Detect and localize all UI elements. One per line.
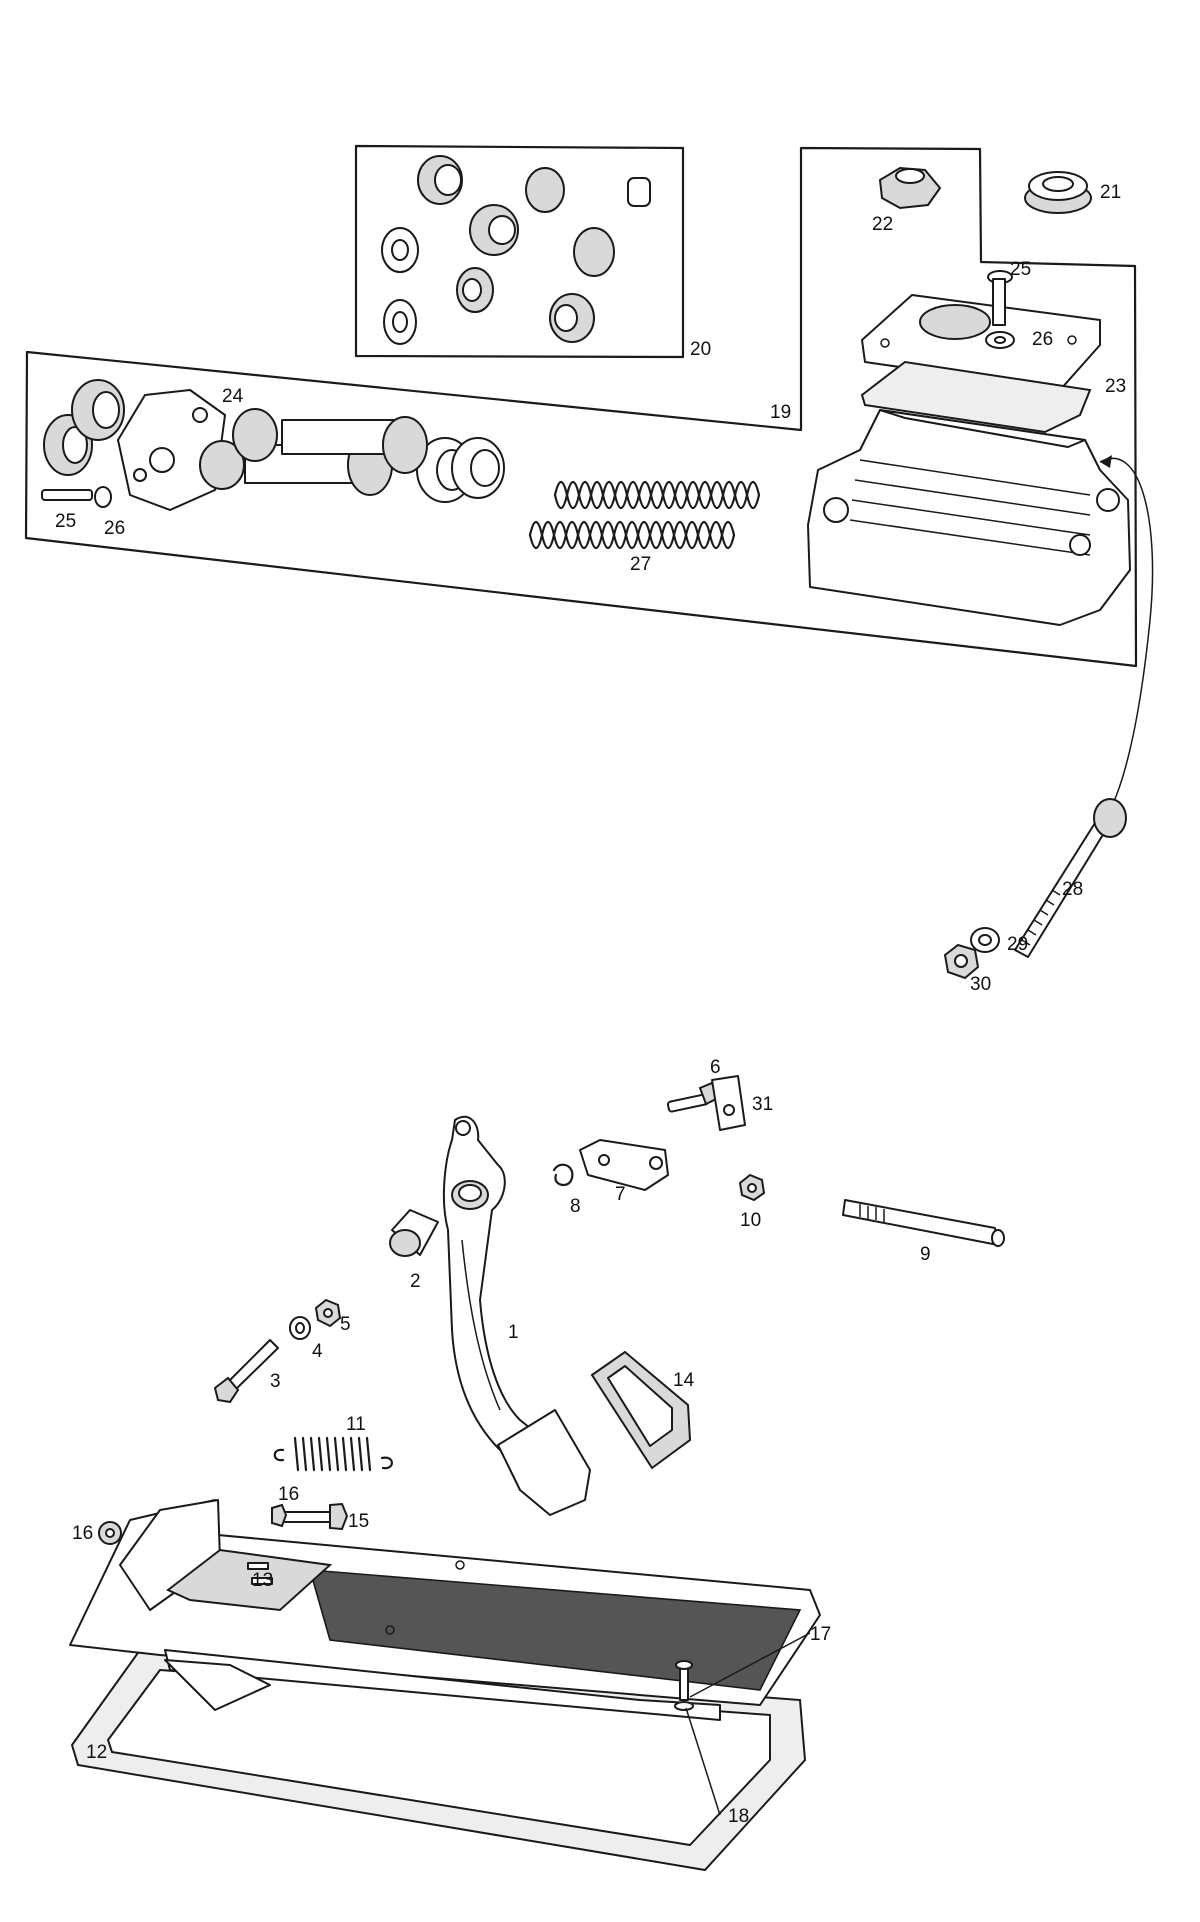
cover-screw	[987, 270, 1013, 326]
filler-cap-vented	[1024, 171, 1092, 214]
label-22: 22	[872, 214, 893, 235]
flange-washer	[94, 486, 112, 508]
push-rod	[842, 1199, 1005, 1247]
pivot-washer	[289, 1316, 311, 1340]
label-2: 2	[410, 1271, 421, 1292]
cover-washer	[985, 331, 1015, 349]
clevis-pin	[666, 1081, 720, 1113]
label-6: 6	[710, 1057, 721, 1078]
label-16-left: 16	[72, 1523, 93, 1544]
label-21: 21	[1100, 182, 1121, 203]
pedal-bush	[389, 1209, 439, 1257]
label-9: 9	[920, 1244, 931, 1265]
filler-cap	[878, 166, 942, 210]
piston-seal-assembly	[43, 379, 505, 511]
seal-cup	[627, 177, 651, 207]
label-18: 18	[728, 1806, 749, 1827]
label-19: 19	[770, 402, 791, 423]
pivot-nut	[314, 1298, 342, 1328]
label-27: 27	[630, 554, 651, 575]
label-12: 12	[86, 1742, 107, 1763]
secondary-piston	[232, 408, 505, 499]
bracket-bolt	[281, 1502, 349, 1531]
label-29: 29	[1007, 934, 1028, 955]
lock-nut	[738, 1173, 766, 1202]
label-28: 28	[1062, 879, 1083, 900]
part-number-labels: 1 2 3 4 5 6 7 8 9 10 11 12 13 14 15 16 1…	[55, 182, 1126, 1827]
washer	[381, 227, 419, 273]
washer	[383, 299, 417, 345]
pivot-bolt	[213, 1339, 279, 1404]
seal-kit-frame	[354, 144, 685, 359]
seal-cup	[573, 227, 615, 277]
label-16-bracket: 16	[278, 1484, 299, 1505]
split-pin	[552, 1163, 574, 1187]
label-23: 23	[1105, 376, 1126, 397]
pedal-pad	[497, 1409, 591, 1516]
leader-lines	[685, 1632, 811, 1816]
spring-washer	[970, 927, 1000, 953]
label-31: 31	[752, 1094, 773, 1115]
master-cylinder-body	[807, 409, 1131, 626]
repair-kit-frame	[24, 146, 1138, 668]
seal-cup	[469, 204, 519, 256]
box-screw	[675, 1660, 693, 1701]
seal-cup	[456, 267, 494, 313]
mounting-bracket	[166, 1548, 333, 1612]
label-11: 11	[346, 1414, 366, 1435]
label-7: 7	[615, 1184, 626, 1205]
label-4: 4	[312, 1341, 323, 1362]
label-26-top: 26	[1032, 329, 1053, 350]
seal-kit-contents	[381, 155, 651, 345]
label-20: 20	[690, 339, 711, 360]
pedal-box	[69, 1499, 821, 1721]
box-washer	[674, 1701, 694, 1711]
label-8: 8	[570, 1196, 581, 1217]
mounting-bolt	[1014, 798, 1127, 958]
bracket-nut	[271, 1503, 288, 1528]
label-17: 17	[810, 1624, 831, 1645]
end-seal	[71, 379, 125, 441]
bracket-nut-left	[98, 1521, 122, 1545]
label-5: 5	[340, 1314, 351, 1335]
nut	[943, 943, 980, 980]
seal-cup	[525, 167, 565, 213]
label-10: 10	[740, 1210, 761, 1231]
label-13: 13	[252, 1570, 273, 1591]
clevis	[579, 1139, 669, 1191]
cover-gasket	[860, 360, 1092, 434]
label-30: 30	[970, 974, 991, 995]
label-25-top: 25	[1010, 259, 1031, 280]
label-3: 3	[270, 1371, 281, 1392]
seal-cup	[549, 293, 595, 343]
return-springs	[528, 480, 761, 550]
clevis-plate	[711, 1075, 746, 1131]
label-25-left: 25	[55, 511, 76, 532]
seal-cup	[417, 155, 463, 205]
flange-screw	[41, 489, 93, 501]
pedal-rubber	[590, 1350, 692, 1470]
pedal-lever	[442, 1115, 546, 1451]
label-15: 15	[348, 1511, 369, 1532]
label-14: 14	[673, 1370, 695, 1391]
return-spring	[273, 1436, 393, 1472]
label-26-left: 26	[104, 518, 125, 539]
bolt-path-line	[1099, 455, 1154, 811]
label-24: 24	[222, 386, 244, 407]
label-1: 1	[508, 1322, 519, 1343]
